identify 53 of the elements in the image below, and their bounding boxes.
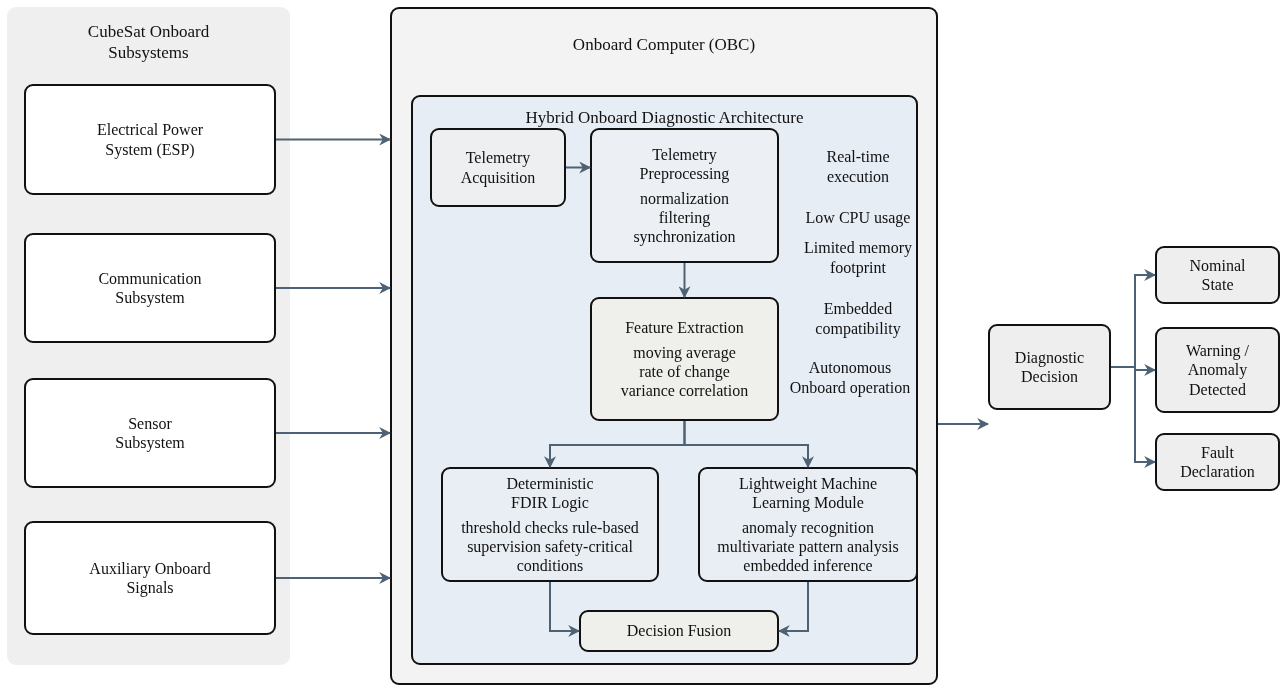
note-text: Limited memory footprint bbox=[803, 238, 913, 278]
box-details: anomaly recognition multivariate pattern analysis embedded inference bbox=[716, 517, 900, 576]
arrow bbox=[549, 581, 581, 637]
arrow bbox=[777, 581, 809, 637]
process-box bbox=[590, 297, 779, 421]
box-title: Lightweight Machine Learning Module bbox=[737, 473, 879, 512]
arrow bbox=[565, 161, 592, 174]
arrow bbox=[937, 418, 990, 430]
process-box bbox=[430, 128, 566, 207]
arrow bbox=[275, 427, 392, 439]
group-heading: Onboard Computer (OBC) bbox=[571, 34, 757, 56]
process-box bbox=[988, 324, 1111, 410]
process-box bbox=[24, 378, 276, 488]
box-title: Diagnostic Decision bbox=[1013, 347, 1086, 387]
process-box bbox=[590, 128, 779, 263]
group-heading: Hybrid Onboard Diagnostic Architecture bbox=[524, 107, 805, 129]
process-box bbox=[579, 610, 779, 652]
arrow bbox=[275, 572, 392, 584]
box-details: threshold checks rule-based supervision safety-critical conditions bbox=[460, 517, 640, 576]
process-box bbox=[1155, 433, 1280, 491]
process-box bbox=[24, 84, 276, 195]
box-title: Feature Extraction bbox=[625, 317, 744, 337]
box-details: moving average rate of change variance correlation bbox=[619, 342, 750, 401]
note-text: Real-time execution bbox=[825, 147, 891, 187]
process-box bbox=[24, 233, 276, 343]
arrow bbox=[275, 133, 392, 146]
box-title: Sensor Subsystem bbox=[114, 413, 186, 453]
box-title: Decision Fusion bbox=[626, 621, 732, 641]
process-box bbox=[1155, 327, 1280, 413]
note-text: Low CPU usage bbox=[804, 208, 912, 228]
container-box bbox=[390, 7, 938, 685]
box-title: Communication Subsystem bbox=[97, 268, 203, 308]
box-title: Nominal State bbox=[1188, 255, 1247, 295]
container-box bbox=[411, 95, 918, 665]
box-details: normalization filtering synchronization bbox=[632, 188, 737, 247]
note-text: Autonomous Onboard operation bbox=[788, 358, 912, 398]
box-title: Auxiliary Onboard Signals bbox=[88, 558, 212, 598]
group-heading: CubeSat Onboard Subsystems bbox=[86, 21, 211, 64]
arrow bbox=[683, 420, 814, 469]
process-box bbox=[1155, 246, 1280, 304]
box-title: Warning / Anomaly Detected bbox=[1184, 341, 1251, 399]
box-title: Telemetry Acquisition bbox=[459, 148, 537, 187]
arrow bbox=[275, 282, 392, 294]
process-box bbox=[24, 521, 276, 635]
process-box bbox=[698, 467, 918, 582]
arrow bbox=[678, 262, 691, 299]
panel-background bbox=[7, 7, 290, 665]
box-title: Telemetry Preprocessing bbox=[638, 144, 731, 183]
process-box bbox=[441, 467, 659, 582]
box-title: Deterministic FDIR Logic bbox=[505, 473, 595, 512]
note-text: Embedded compatibility bbox=[814, 299, 902, 339]
box-title: Electrical Power System (ESP) bbox=[95, 120, 205, 159]
box-title: Fault Declaration bbox=[1179, 442, 1256, 482]
